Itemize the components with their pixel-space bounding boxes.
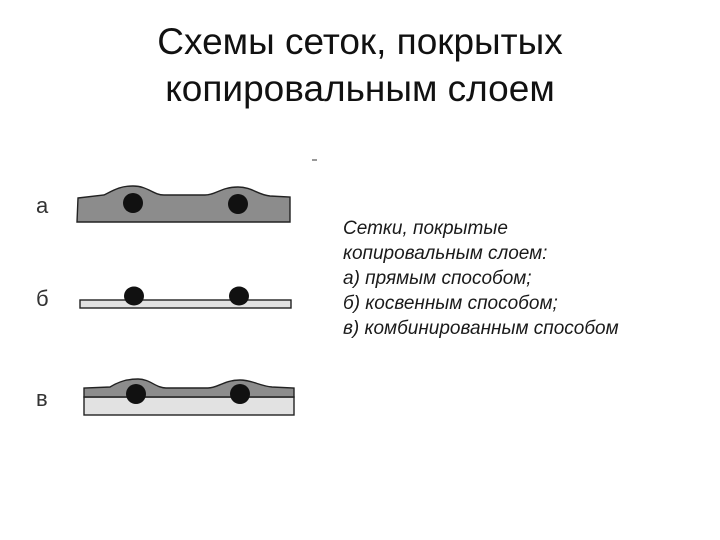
- copy-film-light: [79, 299, 292, 309]
- mesh-thread: [126, 384, 146, 404]
- figure-caption: Сетки, покрытые копировальным слоем: а) …: [343, 216, 713, 341]
- caption-line-3: а) прямым способом;: [343, 268, 532, 289]
- scheme-label-c: в: [36, 386, 48, 411]
- copy-layer-dark: [76, 185, 291, 223]
- copy-film-light: [83, 396, 295, 416]
- scheme-label-b: б: [36, 286, 49, 311]
- mesh-thread: [124, 286, 144, 306]
- scheme-label-a: а: [36, 193, 49, 218]
- title-line-2: копировальным слоем: [165, 68, 555, 109]
- title-line-1: Схемы сеток, покрытых: [157, 21, 563, 62]
- slide-title: Схемы сеток, покрытых копировальным слое…: [0, 18, 720, 112]
- caption-line-5: в) комбинированным способом: [343, 318, 619, 339]
- scheme-b: б: [36, 286, 292, 311]
- scheme-c: в: [36, 378, 295, 416]
- mesh-thread: [229, 286, 249, 306]
- mesh-thread: [230, 384, 250, 404]
- caption-line-1: Сетки, покрытые: [343, 218, 508, 239]
- scheme-a: а: [36, 185, 291, 223]
- caption-line-2: копировальным слоем:: [343, 243, 548, 264]
- copy-layer-dark: [83, 378, 295, 398]
- caption-line-4: б) косвенным способом;: [343, 293, 558, 314]
- mesh-thread: [123, 193, 143, 213]
- mesh-thread: [228, 194, 248, 214]
